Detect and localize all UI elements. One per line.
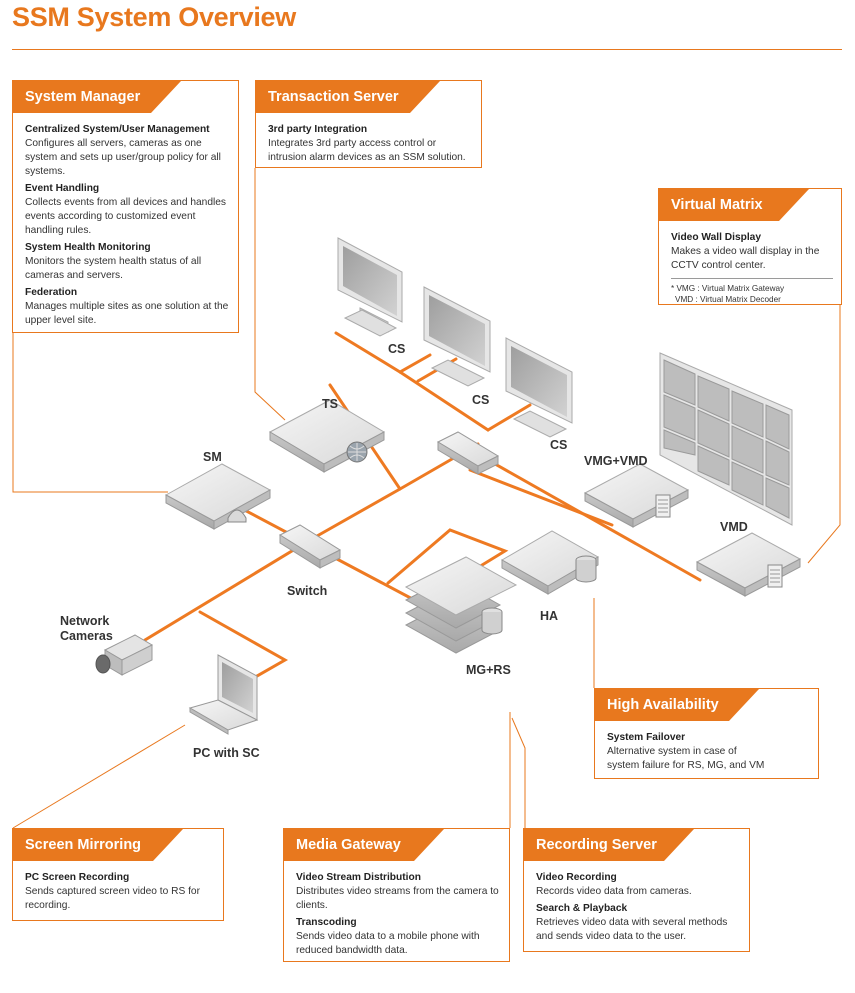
recording-server-body: Video Recording Records video data from … <box>536 868 743 944</box>
section-title: Federation <box>25 287 78 298</box>
media-gateway-heading: Media Gateway <box>284 829 444 861</box>
transaction-server-body: 3rd party Integration Integrates 3rd par… <box>268 120 475 165</box>
virtual-matrix-box: Virtual Matrix Video Wall Display Makes … <box>658 188 842 305</box>
high-availability-box: High Availability System Failover Altern… <box>594 688 819 779</box>
callout-line-system-manager <box>12 333 168 493</box>
section-title: System Health Monitoring <box>25 242 151 253</box>
section-title: Transcoding <box>296 917 357 928</box>
section-desc: Sends captured screen video to RS for re… <box>25 886 200 911</box>
section-desc: Sends video data to a mobile phone with … <box>296 931 480 956</box>
label-ha: HA <box>540 609 559 623</box>
main-switch <box>278 524 342 569</box>
transaction-server-box: Transaction Server 3rd party Integration… <box>255 80 482 168</box>
label-sm: SM <box>203 450 222 464</box>
section-desc: Monitors the system health status of all… <box>25 256 202 281</box>
section-title: Search & Playback <box>536 903 628 914</box>
virtual-matrix-heading: Virtual Matrix <box>659 189 809 221</box>
ha-server <box>500 530 600 595</box>
network-cables <box>143 331 702 682</box>
label-cs-1: CS <box>388 342 406 356</box>
section-desc: Makes a video wall display in the CCTV c… <box>671 246 820 271</box>
section-title: Event Handling <box>25 183 100 194</box>
media-gateway-body: Video Stream Distribution Distributes vi… <box>296 868 503 958</box>
section-title: Centralized System/User Management <box>25 124 210 135</box>
section-desc: Retrieves video data with several method… <box>536 917 728 942</box>
note-vmg: * VMG : Virtual Matrix Gateway <box>671 284 785 293</box>
screen-mirroring-box: Screen Mirroring PC Screen Recording Sen… <box>12 828 224 921</box>
note-vmd: VMD : Virtual Matrix Decoder <box>675 295 781 304</box>
section-desc: Manages multiple sites as one solution a… <box>25 301 229 326</box>
section-title: PC Screen Recording <box>25 872 130 883</box>
section-title: 3rd party Integration <box>268 124 368 135</box>
screen-mirroring-heading: Screen Mirroring <box>13 829 183 861</box>
label-cs-3: CS <box>550 438 568 452</box>
video-wall <box>659 352 793 526</box>
cs-monitor-2 <box>423 286 491 387</box>
vmg-vmd-server <box>583 463 690 528</box>
section-desc: Distributes video streams from the camer… <box>296 886 499 911</box>
network-camera <box>95 634 154 676</box>
transaction-server-heading: Transaction Server <box>256 81 440 113</box>
media-gateway-box: Media Gateway Video Stream Distribution … <box>283 828 510 962</box>
note-divider <box>671 278 833 279</box>
section-title: Video Recording <box>536 872 617 883</box>
section-title: Video Stream Distribution <box>296 872 421 883</box>
callout-line-recording-server <box>511 717 526 828</box>
label-network-cameras: Network Cameras <box>60 614 113 643</box>
section-title: Video Wall Display <box>671 232 762 243</box>
label-ts: TS <box>322 397 338 411</box>
callout-line-transaction-server <box>254 168 286 421</box>
section-desc: Alternative system in case of system fai… <box>607 746 765 771</box>
vmd-server <box>695 532 802 597</box>
label-mg-rs: MG+RS <box>466 663 511 677</box>
callout-line-screen-mirroring <box>12 724 186 829</box>
system-manager-box: System Manager Centralized System/User M… <box>12 80 239 333</box>
system-manager-body: Centralized System/User Management Confi… <box>25 120 232 328</box>
section-desc: Records video data from cameras. <box>536 886 692 897</box>
label-cs-2: CS <box>472 393 490 407</box>
screen-mirroring-body: PC Screen Recording Sends captured scree… <box>25 868 217 913</box>
virtual-matrix-body: Video Wall Display Makes a video wall di… <box>671 228 833 305</box>
high-availability-body: System Failover Alternative system in ca… <box>607 728 812 773</box>
sm-server <box>164 463 272 530</box>
switch-upper <box>436 431 500 475</box>
callout-lines <box>12 168 841 829</box>
label-pc-with-sc: PC with SC <box>193 746 260 760</box>
ts-server <box>268 399 386 473</box>
high-availability-heading: High Availability <box>595 689 759 721</box>
cs-monitor-3 <box>505 337 573 438</box>
laptop-pc <box>188 654 259 735</box>
mg-rs-servers <box>404 556 518 654</box>
section-desc: Integrates 3rd party access control or i… <box>268 138 466 163</box>
recording-server-box: Recording Server Video Recording Records… <box>523 828 750 952</box>
label-vmg-vmd: VMG+VMD <box>584 454 648 468</box>
section-desc: Collects events from all devices and han… <box>25 197 227 236</box>
section-desc: Configures all servers, cameras as one s… <box>25 138 221 177</box>
label-switch: Switch <box>287 584 328 598</box>
system-manager-heading: System Manager <box>13 81 181 113</box>
section-title: System Failover <box>607 732 686 743</box>
title-divider <box>12 49 842 50</box>
callout-line-virtual-matrix <box>807 305 841 564</box>
label-vmd: VMD <box>720 520 748 534</box>
cs-monitor-1 <box>337 237 403 337</box>
page-title: SSM System Overview <box>12 2 296 32</box>
recording-server-heading: Recording Server <box>524 829 694 861</box>
